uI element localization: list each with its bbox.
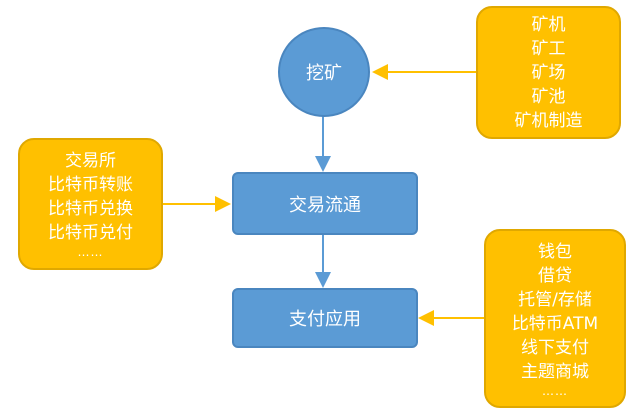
mining-node: 挖矿 xyxy=(278,27,370,117)
trading-node: 交易流通 xyxy=(232,172,418,235)
payment-details-box: 钱包 借贷 托管/存储 比特币ATM 线下支付 主题商城 …… xyxy=(484,229,626,408)
mining-detail-item: 矿池 xyxy=(531,86,566,107)
payment-node-label: 支付应用 xyxy=(289,309,361,330)
payment-detail-item: 钱包 xyxy=(538,241,572,262)
mining-detail-item: 矿场 xyxy=(531,62,566,83)
payment-detail-item: 线下支付 xyxy=(521,337,589,358)
trading-detail-item: 比特币兑付 xyxy=(48,223,133,243)
mining-detail-item: 矿机 xyxy=(531,14,566,35)
mining-node-label: 挖矿 xyxy=(306,63,342,84)
mining-detail-item: 矿机制造 xyxy=(514,110,583,131)
trading-detail-ellipsis: …… xyxy=(77,245,104,259)
mining-details-box: 矿机 矿工 矿场 矿池 矿机制造 xyxy=(476,6,621,139)
payment-detail-item: 托管/存储 xyxy=(518,289,592,310)
payment-detail-item: 主题商城 xyxy=(521,361,589,382)
payment-detail-item: 借贷 xyxy=(538,265,572,286)
trading-details-box: 交易所 比特币转账 比特币兑换 比特币兑付 …… xyxy=(18,138,163,270)
mining-detail-item: 矿工 xyxy=(531,38,566,59)
payment-node: 支付应用 xyxy=(232,288,418,348)
payment-detail-ellipsis: …… xyxy=(542,383,568,398)
trading-detail-item: 交易所 xyxy=(65,151,116,171)
payment-detail-item: 比特币ATM xyxy=(511,313,599,334)
trading-detail-item: 比特币转账 xyxy=(48,175,133,195)
trading-detail-item: 比特币兑换 xyxy=(48,199,133,219)
trading-node-label: 交易流通 xyxy=(289,194,361,216)
